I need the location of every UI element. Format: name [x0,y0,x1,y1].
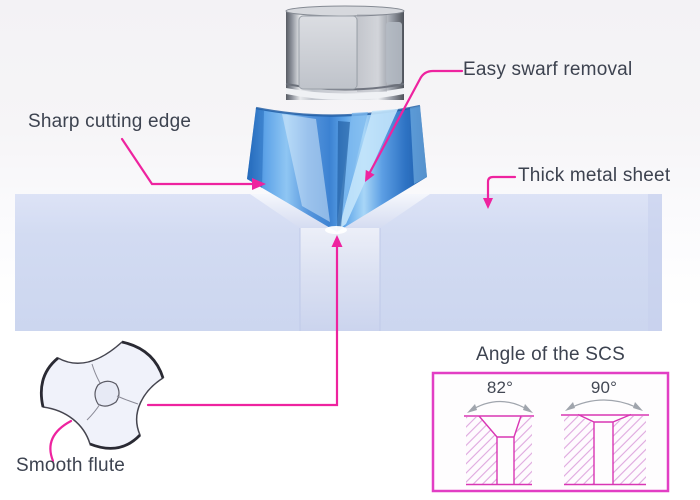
angle-value-82: 82° [486,378,514,397]
angle-90-diagram [561,399,649,486]
callout-lines [49,69,517,463]
angle-panel-title: Angle of the SCS [476,344,625,365]
flute-cross-section [39,340,165,450]
label-easy-swarf-removal: Easy swarf removal [463,59,633,80]
label-thick-metal-sheet: Thick metal sheet [518,165,671,186]
tool-cutting-head [247,104,427,234]
flute-hub-hole [94,380,120,407]
swarf-connector [367,69,464,176]
sheet-connector [486,175,517,202]
angle-90-arc [567,399,641,410]
sharp-edge-connector [120,137,255,186]
tool-tip-glow [325,226,347,234]
label-smooth-flute: Smooth flute [16,455,126,476]
tool-shank [285,5,405,100]
flute-connector [146,243,339,407]
flute-arrowhead [331,235,343,247]
sharp-edge-arrowhead [252,178,266,190]
label-sharp-cutting-edge: Sharp cutting edge [28,111,192,132]
countersink-tool [247,5,427,234]
swarf-arrowhead [365,169,375,182]
sheet-arrowhead [483,198,493,209]
smooth-flute-connector [49,419,73,463]
shank-flat-face [298,15,358,90]
angle-82-diagram [464,401,534,486]
angle-panel [431,371,670,493]
angle-value-90: 90° [590,378,618,397]
